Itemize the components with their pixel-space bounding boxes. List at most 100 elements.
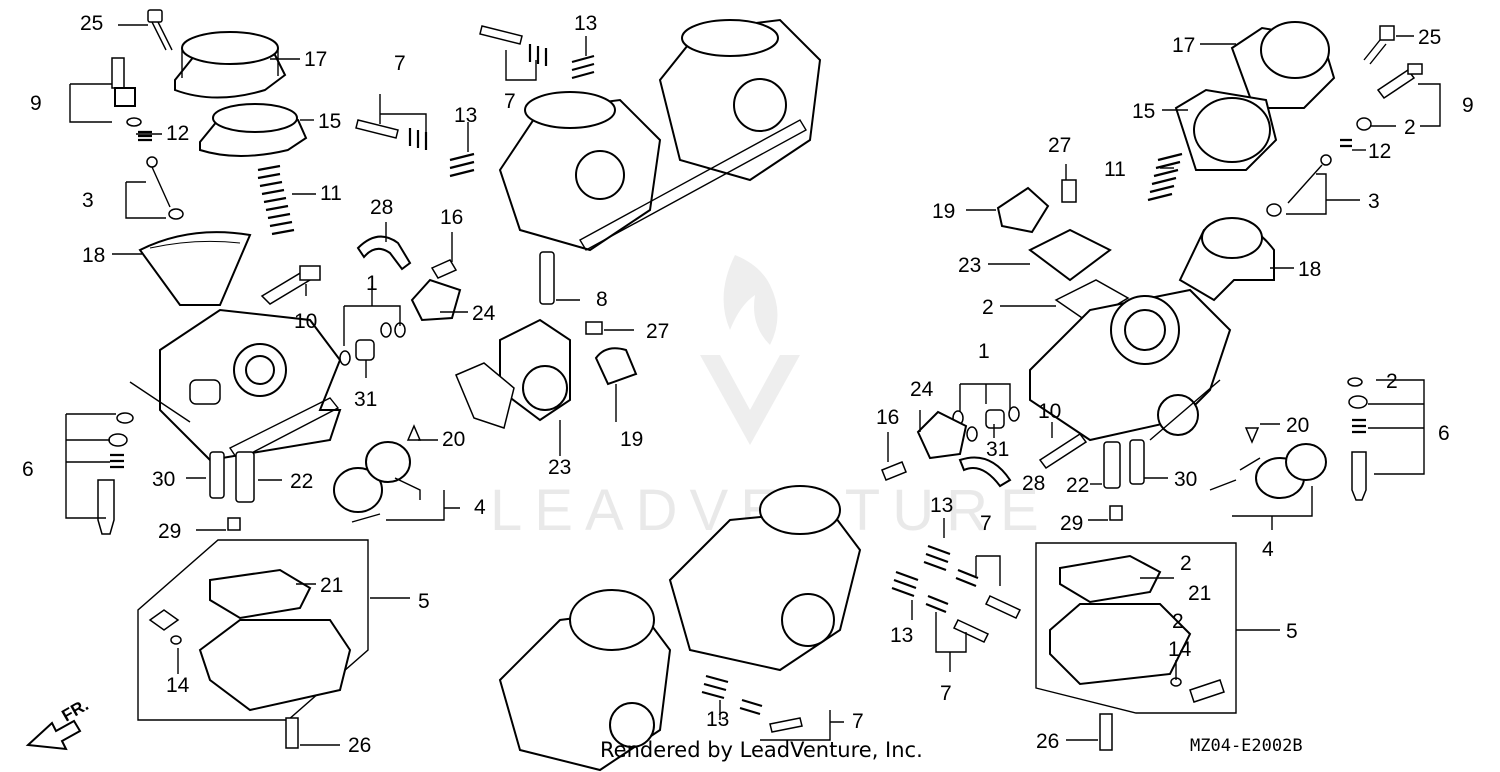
callout-2-r3: 2 (1386, 370, 1398, 393)
callout-21-r: 21 (1188, 582, 1211, 605)
callout-5: 5 (418, 590, 430, 613)
spring-13-bottom (701, 674, 729, 700)
float-bowl-5-right (1035, 542, 1237, 714)
hose-28-right (958, 456, 1012, 488)
callout-3: 3 (82, 189, 94, 212)
small-parts-1-left (339, 322, 406, 366)
spring-7-left (408, 128, 428, 150)
callout-labels: 25 17 9 12 15 3 11 18 10 28 16 1 24 31 6… (22, 12, 1474, 757)
callout-22-r: 22 (1066, 474, 1089, 497)
spring-13-left (449, 152, 475, 178)
diagram-code: MZ04-E2002B (1190, 736, 1303, 756)
callout-12: 12 (166, 122, 189, 145)
callout-18-r: 18 (1298, 258, 1321, 281)
callout-6-r: 6 (1438, 422, 1450, 445)
screw-16-left (430, 259, 458, 279)
leader-lines (65, 24, 1441, 746)
callout-17: 17 (304, 48, 327, 71)
callout-18: 18 (82, 244, 105, 267)
cover-23-left (455, 318, 571, 429)
float-valve-20-right (1244, 427, 1260, 444)
jet-needle-3-left (146, 156, 184, 220)
screw-7-bottom (769, 717, 803, 733)
callout-3-r: 3 (1368, 190, 1380, 213)
callout-26: 26 (348, 734, 371, 757)
jet-30-left (209, 451, 225, 499)
screw-7-right (984, 595, 1022, 619)
watermark-logo (700, 255, 800, 445)
throttle-sensor-24-left (410, 278, 462, 322)
callout-23-r: 23 (958, 254, 981, 277)
callout-31-r: 31 (986, 438, 1009, 461)
callout-7-m: 7 (980, 512, 992, 535)
carb-body-right (1029, 288, 1232, 442)
diaphragm-cover-15-left (199, 103, 308, 157)
callout-10-r: 10 (1038, 400, 1061, 423)
small-parts-1-right (952, 406, 1020, 442)
callout-30: 30 (152, 468, 175, 491)
callout-10: 10 (294, 310, 317, 333)
callout-6: 6 (22, 458, 34, 481)
callout-11: 11 (320, 182, 342, 205)
carb-body-left (159, 308, 342, 462)
gasket-2-right (1054, 279, 1130, 323)
needle-9-right (1376, 63, 1423, 100)
callout-25-r: 25 (1418, 26, 1441, 49)
callout-13-m: 13 (930, 494, 953, 517)
cap-19-right (996, 186, 1050, 234)
callout-16: 16 (440, 206, 463, 229)
callout-15-r: 15 (1132, 100, 1155, 123)
diaphragm-cover-15-right (1174, 88, 1278, 171)
screw-7-left (355, 119, 399, 139)
callout-8: 8 (596, 288, 608, 311)
pilot-screw-10-left (260, 265, 321, 305)
diaphragm-18-right (1178, 217, 1275, 302)
callout-28-r: 28 (1022, 472, 1045, 495)
screw-7-top (479, 25, 523, 45)
callout-13-bottom: 13 (706, 708, 729, 731)
svg-text:FR.: FR. (59, 695, 92, 725)
callout-2-r: 2 (1404, 116, 1416, 139)
jet-needle-3-right (1266, 154, 1332, 217)
callout-13: 13 (454, 104, 477, 127)
callout-4: 4 (474, 496, 486, 519)
hose-28-left (356, 235, 412, 271)
screw-27-right (1061, 179, 1077, 203)
callout-20-r: 20 (1286, 414, 1309, 437)
cap-19-left (594, 347, 638, 386)
jet-22-right (1103, 441, 1121, 489)
jet-30-right (1129, 439, 1145, 485)
screw-29-right (1109, 505, 1123, 521)
carb-assembly-top (498, 18, 822, 252)
screw-16-right (881, 461, 907, 481)
callout-2-r5: 2 (1172, 610, 1184, 633)
screw-29-left (227, 517, 241, 531)
callout-28: 28 (370, 196, 393, 219)
callout-15: 15 (318, 110, 341, 133)
callout-21: 21 (320, 574, 343, 597)
callout-2-r4: 2 (1180, 552, 1192, 575)
callout-7-b: 7 (504, 90, 516, 113)
callout-7-m2: 7 (940, 682, 952, 705)
float-bowl-5-left (137, 539, 369, 721)
callout-1-r: 1 (978, 340, 990, 363)
pilot-screw-10-right (1038, 432, 1088, 470)
cover-23-right (1028, 228, 1112, 282)
bolt-26-right (1099, 713, 1113, 751)
oring-9-right (1356, 117, 1372, 131)
jet-set-6-right (1347, 377, 1368, 501)
callout-2-r2: 2 (982, 296, 994, 319)
screw-27-left (585, 321, 603, 335)
throttle-sensor-24-right (916, 410, 968, 460)
jet-22-left (235, 451, 255, 503)
callout-4-r: 4 (1262, 538, 1274, 561)
needle-9-left (111, 57, 136, 107)
callout-23: 23 (548, 456, 571, 479)
rendered-by-footer: Rendered by LeadVenture, Inc. (600, 738, 923, 762)
top-cover-17-left (174, 31, 287, 99)
spring-7-top (528, 44, 548, 66)
callout-7: 7 (394, 52, 406, 75)
spring-13-top (571, 54, 595, 80)
